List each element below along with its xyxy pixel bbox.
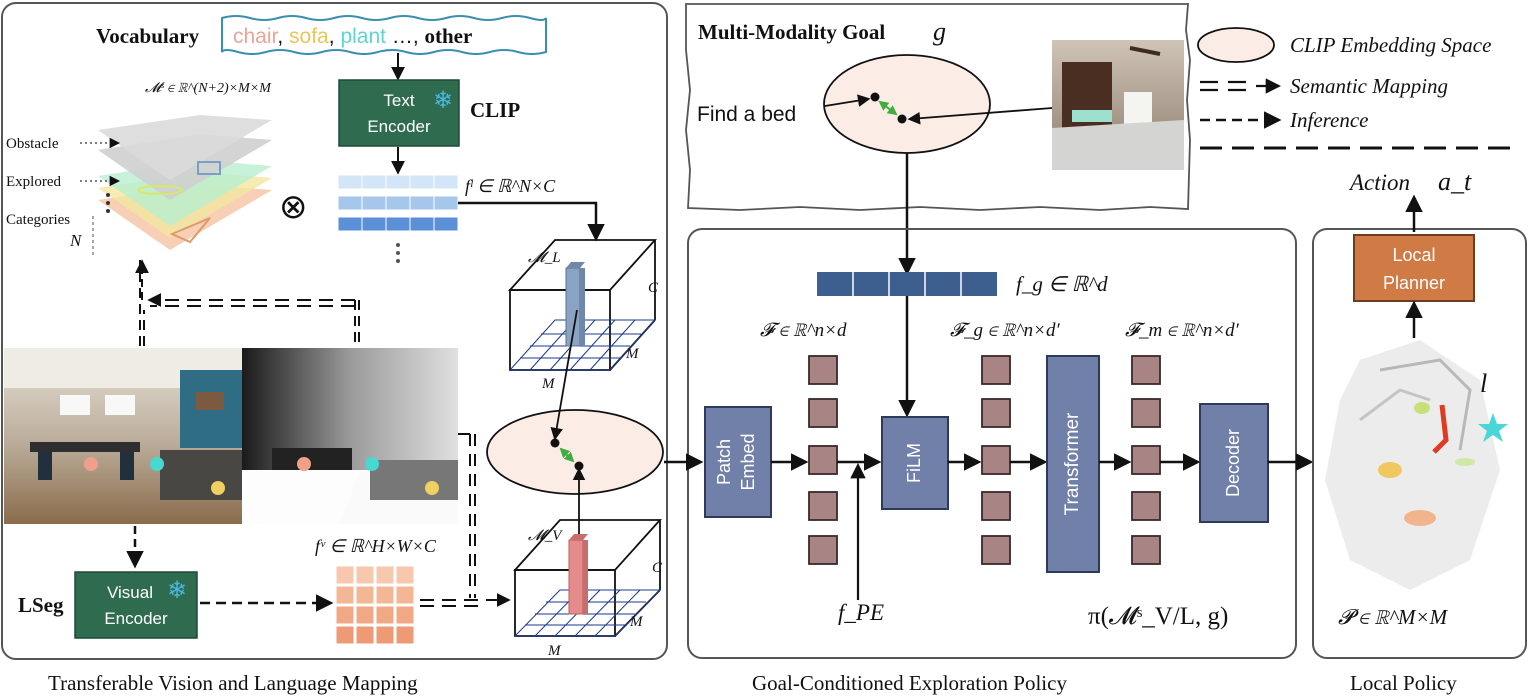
mv-m-label-2: M (547, 643, 562, 659)
patch-embed-line1: Patch (714, 439, 734, 485)
snowflake-icon: ❄ (433, 88, 453, 114)
outer-product-icon: ⊗ (279, 189, 308, 226)
fv-math-label: fᵛ ∈ ℝ^H×W×C (315, 536, 437, 556)
similarity-arrow-goal (878, 100, 898, 116)
legend-semantic-mapping-line (1200, 78, 1282, 94)
fg-math-label: f_g ∈ ℝ^d (1016, 272, 1108, 296)
left-panel-frame (1, 2, 668, 660)
transformer-block (1046, 355, 1100, 573)
similarity-arrow-left (559, 447, 575, 463)
mv-label: 𝓜_V (528, 528, 563, 544)
token-column-Fm (1131, 355, 1161, 565)
ml-cube (507, 239, 658, 371)
probability-map-image (1325, 340, 1500, 590)
visual-encoder-block (74, 571, 198, 639)
layer-categories-label: Categories (6, 212, 70, 228)
Fg-math-label: 𝓕_g ∈ ℝ^n×d′ (950, 320, 1060, 341)
middle-caption: Goal-Conditioned Exploration Policy (752, 671, 1067, 695)
policy-math-label: π(𝓜ˢ_V/L, g) (1088, 603, 1228, 630)
clip-label: CLIP (470, 98, 520, 122)
ml-label: 𝓜_L (528, 250, 561, 266)
transformer-label: Transformer (1062, 412, 1083, 515)
film-label: FiLM (904, 443, 924, 483)
l-symbol: l (1480, 369, 1487, 398)
action-symbol: a_t (1438, 167, 1472, 196)
visual-encoder-line1: Visual (107, 583, 153, 602)
text-encoder-line2: Encoder (367, 117, 431, 136)
legend-inference: Inference (1289, 108, 1369, 132)
patch-embed-line2: Embed (738, 433, 758, 490)
decoder-label: Decoder (1223, 429, 1243, 497)
clip-space-ellipse-left (486, 409, 664, 495)
mv-m-label-1: M (629, 614, 644, 630)
arrow-text-goal (824, 94, 871, 107)
semantic-mapping-paths-left (135, 259, 511, 607)
vocab-word-other: other (425, 24, 473, 48)
local-planner-line2: Planner (1383, 273, 1445, 293)
decoder-block (1199, 403, 1269, 523)
layer-explored-label: Explored (6, 174, 61, 190)
middle-panel-frame (687, 228, 1297, 659)
action-text: Action (1348, 170, 1410, 195)
vocabulary-words: chair, sofa, plant …, other (233, 24, 472, 48)
map-math-label: 𝓜ˢ ∈ ℝ^(N+2)×M×M (145, 81, 272, 96)
local-planner-block (1353, 234, 1475, 302)
ml-m-label-2: M (541, 376, 556, 392)
fpe-math-label: f_PE (838, 600, 884, 625)
vocab-word-plant: plant (340, 25, 386, 48)
mv-cube (512, 519, 663, 637)
patch-embed-block (704, 406, 772, 518)
mv-c-label: C (652, 560, 663, 576)
arrow-fl-to-ml (458, 201, 605, 242)
local-planner-line1: Local (1392, 245, 1435, 265)
layer-n-label: N (69, 231, 83, 250)
ml-c-label: C (648, 280, 659, 296)
semantic-map-layers (98, 115, 272, 250)
snowflake-icon-visual: ❄ (167, 578, 187, 604)
ml-m-label-1: M (625, 346, 640, 362)
rgb-observation-image (4, 348, 242, 524)
bedroom-goal-image (1052, 40, 1184, 170)
p-math-label: 𝓟 ∈ ℝ^M×M (1338, 605, 1449, 629)
goal-symbol: g (933, 17, 946, 46)
text-encoder-line1: Text (383, 91, 414, 110)
left-caption: Transferable Vision and Language Mapping (48, 671, 418, 695)
Fm-math-label: 𝓕_m ∈ ℝ^n×d′ (1125, 320, 1240, 341)
film-block (881, 416, 949, 510)
arrow-ml-to-space (550, 309, 578, 441)
legend-semantic-mapping: Semantic Mapping (1290, 74, 1448, 98)
layer-obstacle-label: Obstacle (6, 136, 59, 152)
find-a-bed-text: Find a bed (697, 103, 796, 126)
vocabulary-label: Vocabulary (96, 24, 200, 48)
text-features-grid (337, 174, 459, 263)
vocab-word-sofa: sofa (289, 25, 329, 48)
fg-vector (817, 272, 997, 296)
arrow-image-goal (907, 107, 1053, 125)
F-math-label: 𝓕 ∈ ℝ^n×d (760, 320, 847, 341)
vocabulary-box (221, 15, 547, 55)
visual-encoder-line2: Encoder (104, 609, 168, 628)
right-caption: Local Policy (1350, 671, 1457, 695)
visual-features-grid (335, 565, 415, 645)
token-column-F (808, 355, 838, 565)
text-encoder-block (338, 79, 460, 147)
clip-space-ellipse-goal (823, 54, 991, 154)
goal-star-icon (1478, 413, 1508, 442)
lseg-label: LSeg (18, 593, 64, 617)
right-panel-frame (1312, 228, 1527, 659)
fl-math-label: fˡ ∈ ℝ^N×C (465, 176, 556, 196)
depth-observation-image (242, 348, 458, 524)
vocab-word-chair: chair (233, 25, 279, 48)
legend-ellipse (1197, 27, 1275, 63)
token-column-Fg (981, 355, 1011, 565)
legend-clip-space: CLIP Embedding Space (1290, 33, 1491, 57)
goal-title: Multi-Modality Goal (698, 20, 885, 44)
